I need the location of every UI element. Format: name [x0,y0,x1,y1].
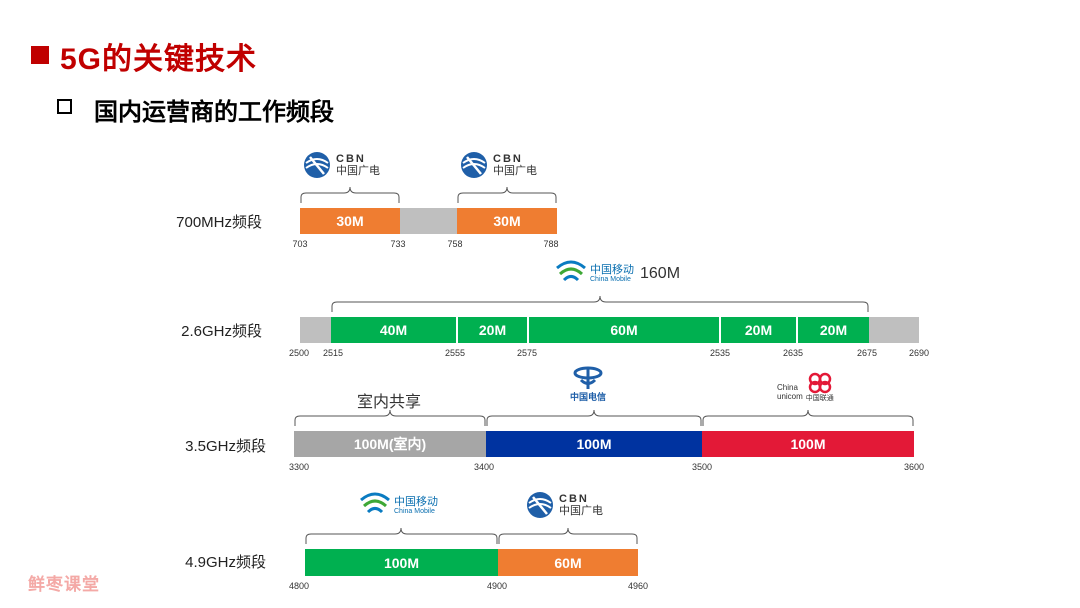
china-mobile-logo: 中国移动 China Mobile [554,258,634,288]
tick-label: 4960 [627,581,649,591]
cbn-logo-text: CBN [559,493,589,505]
band-segment: 30M [300,208,400,234]
band-bar-700mhz: 30M 30M [300,208,557,234]
brace-3-5-telecom [486,409,702,426]
band-segment: 20M [719,317,796,343]
note-indoor-shared: 室内共享 [357,394,422,411]
band-segment [400,208,457,234]
china-mobile-swirl-icon [360,492,390,514]
china-telecom-icon [573,366,603,389]
note-160m: 160M [640,265,681,282]
china-mobile-cn: 中国移动 [590,263,634,276]
tick-label: 4800 [288,581,310,591]
china-unicom-knot-icon [808,372,832,394]
tick-label: 2535 [709,348,731,358]
band-label-700mhz: 700MHz频段 [176,214,262,231]
band-segment: 60M [527,317,719,343]
band-segment: 100M [305,549,498,576]
tick-label: 3400 [473,462,495,472]
cbn-logo-2: CBN 中国广电 [459,150,537,180]
cbn-logo-cn: 中国广电 [559,505,603,517]
band-segment: 40M [331,317,456,343]
subtitle-bullet [57,99,72,114]
band-label-2-6ghz: 2.6GHz频段 [181,323,262,340]
globe-icon [461,152,487,178]
tick-label: 2500 [288,348,310,358]
band-segment [869,317,919,343]
tick-label: 2555 [444,348,466,358]
brace-700-1 [300,186,400,203]
band-segment: 30M [457,208,557,234]
tick-label: 733 [390,239,406,249]
band-segment: 100M [702,431,914,457]
brace-3-5-unicom [702,409,914,426]
china-mobile-en: China Mobile [394,507,435,515]
brace-700-2 [457,186,557,203]
band-segment: 60M [498,549,638,576]
band-label-3-5ghz: 3.5GHz频段 [185,438,266,455]
tick-label: 4900 [486,581,508,591]
band-segment: 100M [486,431,702,457]
tick-label: 2675 [856,348,878,358]
china-mobile-swirl-icon [556,260,586,282]
china-mobile-en: China Mobile [590,275,631,283]
china-unicom-cn: 中国联通 [805,395,834,402]
cbn-logo-text: CBN [493,153,523,165]
globe-icon [527,492,553,518]
china-telecom-cn: 中国电信 [570,392,607,402]
tick-label: 3500 [691,462,713,472]
band-segment: 20M [456,317,527,343]
tick-label: 703 [292,239,308,249]
brace-3-5-shared [294,409,486,426]
cbn-logo-cn: 中国广电 [493,165,537,177]
band-segment [300,317,331,343]
cbn-logo-cn: 中国广电 [336,165,380,177]
tick-label: 2635 [782,348,804,358]
cbn-logo-3: CBN 中国广电 [525,490,603,520]
brace-4-9-mobile [305,527,498,544]
cbn-logo-text: CBN [336,153,366,165]
china-mobile-cn: 中国移动 [394,495,438,508]
china-telecom-logo: 中国电信 [570,365,606,403]
cbn-logo: CBN 中国广电 [302,150,380,180]
band-label-4-9ghz: 4.9GHz频段 [185,554,266,571]
tick-label: 3600 [903,462,925,472]
page-subtitle: 国内运营商的工作频段 [94,99,334,126]
china-unicom-logo: China unicom 中国联通 [777,372,835,403]
china-unicom-en2: unicom [777,392,803,401]
tick-label: 3300 [288,462,310,472]
tick-label: 2515 [322,348,344,358]
band-segment: 20M [796,317,869,343]
tick-label: 758 [447,239,463,249]
china-unicom-en1: China [777,383,798,392]
watermark: 鲜枣课堂 [28,575,100,594]
band-segment: 100M(室内) [294,431,486,457]
tick-label: 788 [543,239,559,249]
brace-4-9-cbn [498,527,638,544]
china-mobile-logo-2: 中国移动 China Mobile [358,490,438,520]
tick-label: 2575 [516,348,538,358]
page-title: 5G的关键技术 [60,43,258,76]
tick-label: 2690 [908,348,930,358]
globe-icon [304,152,330,178]
title-bullet [31,46,49,64]
brace-2-6 [331,295,869,312]
